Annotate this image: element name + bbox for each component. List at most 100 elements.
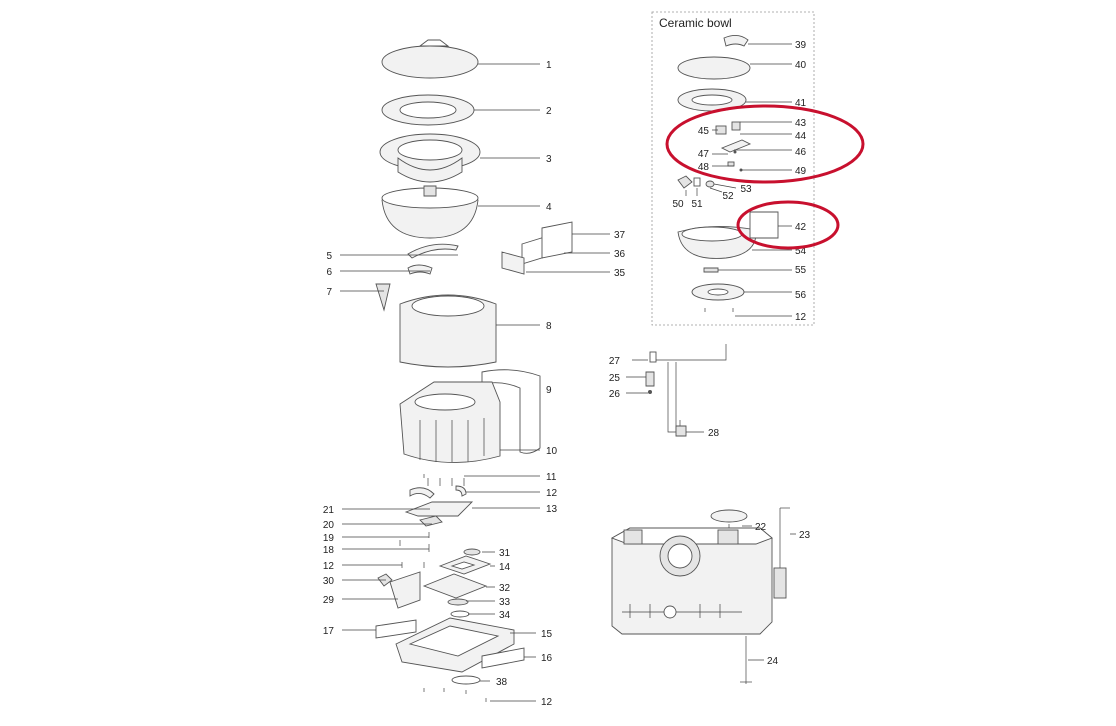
callout-47: 47 [698, 149, 710, 160]
part-ceramic-seat-41 [677, 88, 747, 112]
callout-31: 31 [499, 548, 511, 559]
part-ceramic-bowl-54 [677, 211, 779, 259]
part-ring-38 [451, 675, 481, 685]
part-seal-stack [422, 548, 492, 618]
callout-14: 14 [499, 562, 511, 573]
callout-12-a: 12 [546, 488, 558, 499]
callout-42: 42 [795, 222, 807, 233]
callout-3: 3 [546, 154, 552, 165]
inset-title: Ceramic bowl [659, 16, 732, 30]
callout-4: 4 [546, 202, 552, 213]
inset-leader-lines [685, 43, 792, 317]
callout-52: 52 [722, 191, 734, 202]
callout-43: 43 [795, 118, 807, 129]
callout-17: 17 [323, 626, 335, 637]
callout-2: 2 [546, 106, 552, 117]
callout-56: 56 [795, 290, 807, 301]
callout-1: 1 [546, 60, 552, 71]
callout-13: 13 [546, 504, 558, 515]
callout-12-inset: 12 [795, 312, 807, 323]
callout-37: 37 [614, 230, 626, 241]
highlight-part-42 [736, 200, 840, 250]
callout-32: 32 [499, 583, 511, 594]
main-callout-labels: 1 2 3 4 5 6 7 8 9 10 11 12 13 21 20 19 1… [323, 60, 626, 708]
part-lower-housing [399, 381, 501, 463]
callout-22: 22 [755, 522, 767, 533]
part-ceramic-lid-40 [677, 56, 751, 80]
callout-44: 44 [795, 131, 807, 142]
part-valve-mechanism [404, 478, 474, 527]
callout-20: 20 [323, 520, 335, 531]
callout-46: 46 [795, 147, 807, 158]
callout-48: 48 [698, 162, 710, 173]
part-side-panel-9 [481, 369, 541, 454]
callout-23: 23 [799, 530, 811, 541]
part-upper-housing [399, 294, 497, 368]
electrical-harness: 27 25 26 28 [609, 344, 727, 439]
callout-5: 5 [326, 251, 332, 262]
callout-28: 28 [708, 428, 720, 439]
callout-26: 26 [609, 389, 621, 400]
part-drain-pipe-24 [740, 636, 752, 684]
callout-41: 41 [795, 98, 807, 109]
part-small-fittings [677, 175, 715, 189]
callout-36: 36 [614, 249, 626, 260]
callout-16: 16 [541, 653, 553, 664]
callout-34: 34 [499, 610, 511, 621]
part-seal-55 [703, 267, 719, 273]
callout-50: 50 [672, 199, 684, 210]
callout-54: 54 [795, 246, 807, 257]
callout-9: 9 [546, 385, 552, 396]
part-screws-bottom [423, 688, 487, 702]
toilet-main-assembly [375, 39, 541, 702]
callout-29: 29 [323, 595, 335, 606]
part-hinge-assembly [715, 121, 752, 172]
callout-10: 10 [546, 446, 558, 457]
part-blade-29 [389, 571, 421, 609]
part-wedge-7 [375, 283, 391, 312]
callout-24: 24 [767, 656, 779, 667]
callout-45: 45 [698, 126, 710, 137]
part-clip-6 [407, 264, 433, 275]
highlight-hinge-group [665, 104, 865, 184]
part-level-sensor-23 [773, 507, 790, 599]
part-base [375, 617, 525, 673]
callout-49: 49 [795, 166, 807, 177]
callout-15: 15 [541, 629, 553, 640]
part-bowl-top [379, 133, 481, 183]
callout-40: 40 [795, 60, 807, 71]
part-bowl [381, 185, 479, 239]
callout-33: 33 [499, 597, 511, 608]
callout-27: 27 [609, 356, 621, 367]
callout-35: 35 [614, 268, 626, 279]
callout-38: 38 [496, 677, 508, 688]
callout-6: 6 [326, 267, 332, 278]
callout-8: 8 [546, 321, 552, 332]
callout-12-c: 12 [541, 697, 553, 708]
ceramic-bowl-inset: Ceramic bowl [651, 11, 865, 326]
control-panel-parts [501, 221, 573, 275]
callout-53: 53 [740, 184, 752, 195]
inset-frame [651, 11, 815, 326]
callout-30: 30 [323, 576, 335, 587]
callout-11: 11 [546, 472, 557, 483]
callout-55: 55 [795, 265, 807, 276]
part-base-plate-56 [691, 283, 745, 301]
callout-51: 51 [691, 199, 703, 210]
part-hinge-cover-39 [723, 35, 749, 47]
waste-tank-assembly: 22 23 24 [610, 507, 811, 684]
callout-7: 7 [326, 287, 332, 298]
part-screws-12-inset [704, 308, 734, 312]
callout-12-b: 12 [323, 561, 335, 572]
part-tank-cap-22 [710, 509, 748, 523]
part-seat [381, 94, 475, 126]
callout-21: 21 [323, 505, 335, 516]
main-leader-lines [340, 63, 610, 702]
part-lid [381, 39, 479, 79]
callout-25: 25 [609, 373, 621, 384]
callout-39: 39 [795, 40, 807, 51]
callout-19: 19 [323, 533, 335, 544]
part-clip-5 [407, 243, 459, 259]
callout-18: 18 [323, 545, 335, 556]
